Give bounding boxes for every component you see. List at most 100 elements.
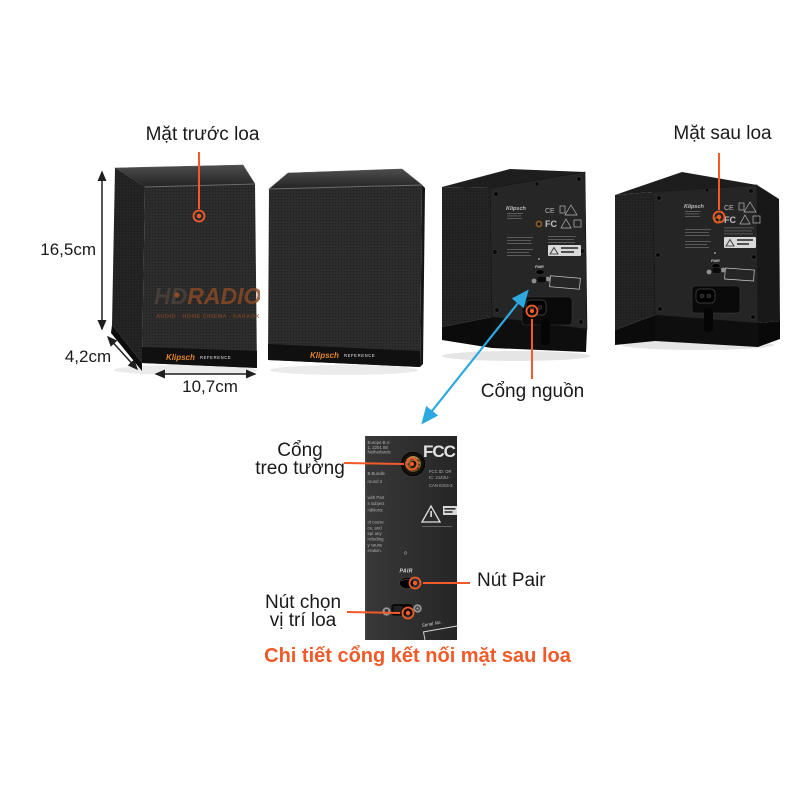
- position-marker: [401, 606, 415, 620]
- detail-left-text: Europe B.V. 1, 2201 88 Netherlands B Bun…: [368, 440, 391, 553]
- detail-caption: Chi tiết cổng kết nối mặt sau loa: [264, 645, 571, 667]
- led-indicator: [537, 257, 541, 261]
- fcc-logo: FCC: [423, 442, 456, 461]
- svg-text:HDRADIO: HDRADIO: [154, 283, 260, 309]
- warning-triangle-icon: [739, 214, 751, 225]
- keyhole-slot: [704, 308, 713, 332]
- pair-button-highlight: [401, 578, 413, 582]
- front-marker: [192, 209, 206, 223]
- svg-text:s subject: s subject: [368, 501, 386, 506]
- speaker-rear-right: Klipsch CE FC PAIR: [615, 172, 780, 350]
- svg-text:FCC ID: OR: FCC ID: OR: [429, 469, 452, 474]
- speaker-shadow: [270, 365, 418, 375]
- pair-label: PAIR: [711, 259, 720, 263]
- badge-brand: Klipsch: [310, 351, 339, 360]
- serial-label-box: [549, 275, 581, 290]
- watermark-hd: HD: [154, 283, 187, 309]
- svg-text:with Part: with Part: [368, 495, 386, 500]
- position-switch[interactable]: [531, 276, 551, 284]
- speaker-base-side: [615, 315, 655, 345]
- badge-series: REFERENCE: [200, 355, 231, 360]
- svg-text:ce, and: ce, and: [368, 526, 383, 531]
- svg-text:B Bundle: B Bundle: [368, 471, 386, 476]
- led-indicator: [403, 550, 408, 556]
- wall-mount-leader-line: [343, 462, 405, 465]
- position-switch-label: Nút chọn vị trí loa: [243, 592, 363, 630]
- power-recess: [691, 285, 741, 314]
- watermark-tagline: AUDIO - HOME CINEMA - KARAOKE: [156, 314, 260, 320]
- warning-label: [420, 504, 457, 527]
- zoom-callout-arrow: [421, 289, 529, 425]
- warning-triangle-icon: [560, 218, 572, 229]
- svg-text:IC: 21Z3U-: IC: 21Z3U-: [429, 475, 450, 480]
- cert-marks: CE FC: [545, 204, 582, 229]
- led-indicator: [713, 251, 717, 255]
- speaker-side-face: [112, 168, 145, 363]
- front-face-label: Mặt trước loa: [145, 124, 260, 145]
- speaker-top-face: [615, 172, 757, 195]
- wall-mount-label-line2: treo tường: [255, 458, 345, 479]
- power-port-label: Cổng nguồn: [480, 381, 585, 402]
- pair-button-label: Nút Pair: [477, 570, 546, 591]
- watermark-dot-icon: [174, 292, 180, 298]
- warning-triangle-icon: [743, 201, 757, 213]
- pair-button[interactable]: [535, 269, 545, 275]
- serial-label-box: [724, 267, 755, 282]
- depth-dimension-arrow: [106, 335, 139, 371]
- warning-label: [724, 237, 756, 248]
- keyhole-slot: [541, 319, 550, 345]
- pair-label: PAIR: [535, 265, 544, 269]
- pair-marker: [408, 576, 422, 590]
- position-switch-label-line1: Nút chọn: [264, 592, 342, 613]
- position-switch[interactable]: [706, 267, 726, 275]
- grille-top-rim: [268, 184, 423, 190]
- panel-brand: Klipsch: [506, 206, 527, 212]
- warning-label: [548, 245, 581, 256]
- watermark-radio: RADIO: [187, 283, 260, 309]
- depth-dimension: 4,2cm: [64, 347, 112, 366]
- speaker-base-right: [758, 321, 780, 347]
- svg-text:ot cause: ot cause: [368, 520, 385, 525]
- position-leader-line: [346, 611, 401, 614]
- power-inlet[interactable]: [695, 288, 716, 304]
- warning-triangle-icon: [564, 204, 578, 216]
- svg-text:eration.: eration.: [368, 548, 382, 553]
- svg-text:CAN ICES-3: CAN ICES-3: [429, 483, 453, 488]
- speaker-top-face: [442, 169, 585, 188]
- weee-bin-icon: [559, 205, 566, 214]
- dimension-arrows: [97, 170, 257, 379]
- speaker-side-right: [757, 185, 780, 323]
- speaker-front-left: HDRADIO AUDIO - HOME CINEMA - KARAOKE Kl…: [111, 164, 260, 375]
- klipsch-badge: Klipsch REFERENCE: [166, 353, 231, 362]
- panel-brand: Klipsch: [684, 204, 705, 210]
- power-marker: [525, 304, 539, 318]
- leader-lines: [198, 152, 720, 614]
- pair-label: PAIR: [400, 569, 413, 575]
- plinth: [142, 347, 257, 368]
- svg-text:1, 2201 88: 1, 2201 88: [368, 445, 389, 450]
- speaker-side-sliver: [420, 185, 425, 367]
- svg-text:ncluding: ncluding: [368, 537, 385, 542]
- fcc-mark: FC: [724, 215, 736, 225]
- svg-text:y cause: y cause: [368, 543, 383, 548]
- svg-text:Netherlands: Netherlands: [368, 449, 391, 454]
- square-cert-icon: [573, 219, 582, 228]
- wall-mount-insert-hole: [537, 222, 541, 226]
- badge-series: REFERENCE: [344, 353, 375, 358]
- serial-label: Serial No.: [421, 620, 442, 628]
- height-dimension: 16,5cm: [40, 240, 96, 259]
- wall-mount-label-line1: Cổng: [277, 440, 323, 461]
- speaker-front-face: [268, 185, 422, 367]
- svg-text:Europe B.V.: Europe B.V.: [368, 440, 391, 445]
- speaker-front-face: [142, 184, 257, 368]
- back-marker: [712, 210, 726, 224]
- ce-mark: CE: [724, 205, 734, 212]
- klipsch-badge: Klipsch REFERENCE: [310, 351, 375, 360]
- cert-marks: CE FC: [724, 201, 761, 225]
- weee-bin-icon: [738, 202, 745, 211]
- badge-brand: Klipsch: [166, 353, 195, 362]
- square-cert-icon: [752, 215, 761, 224]
- wall-mount-label: Cổng treo tường: [240, 440, 360, 479]
